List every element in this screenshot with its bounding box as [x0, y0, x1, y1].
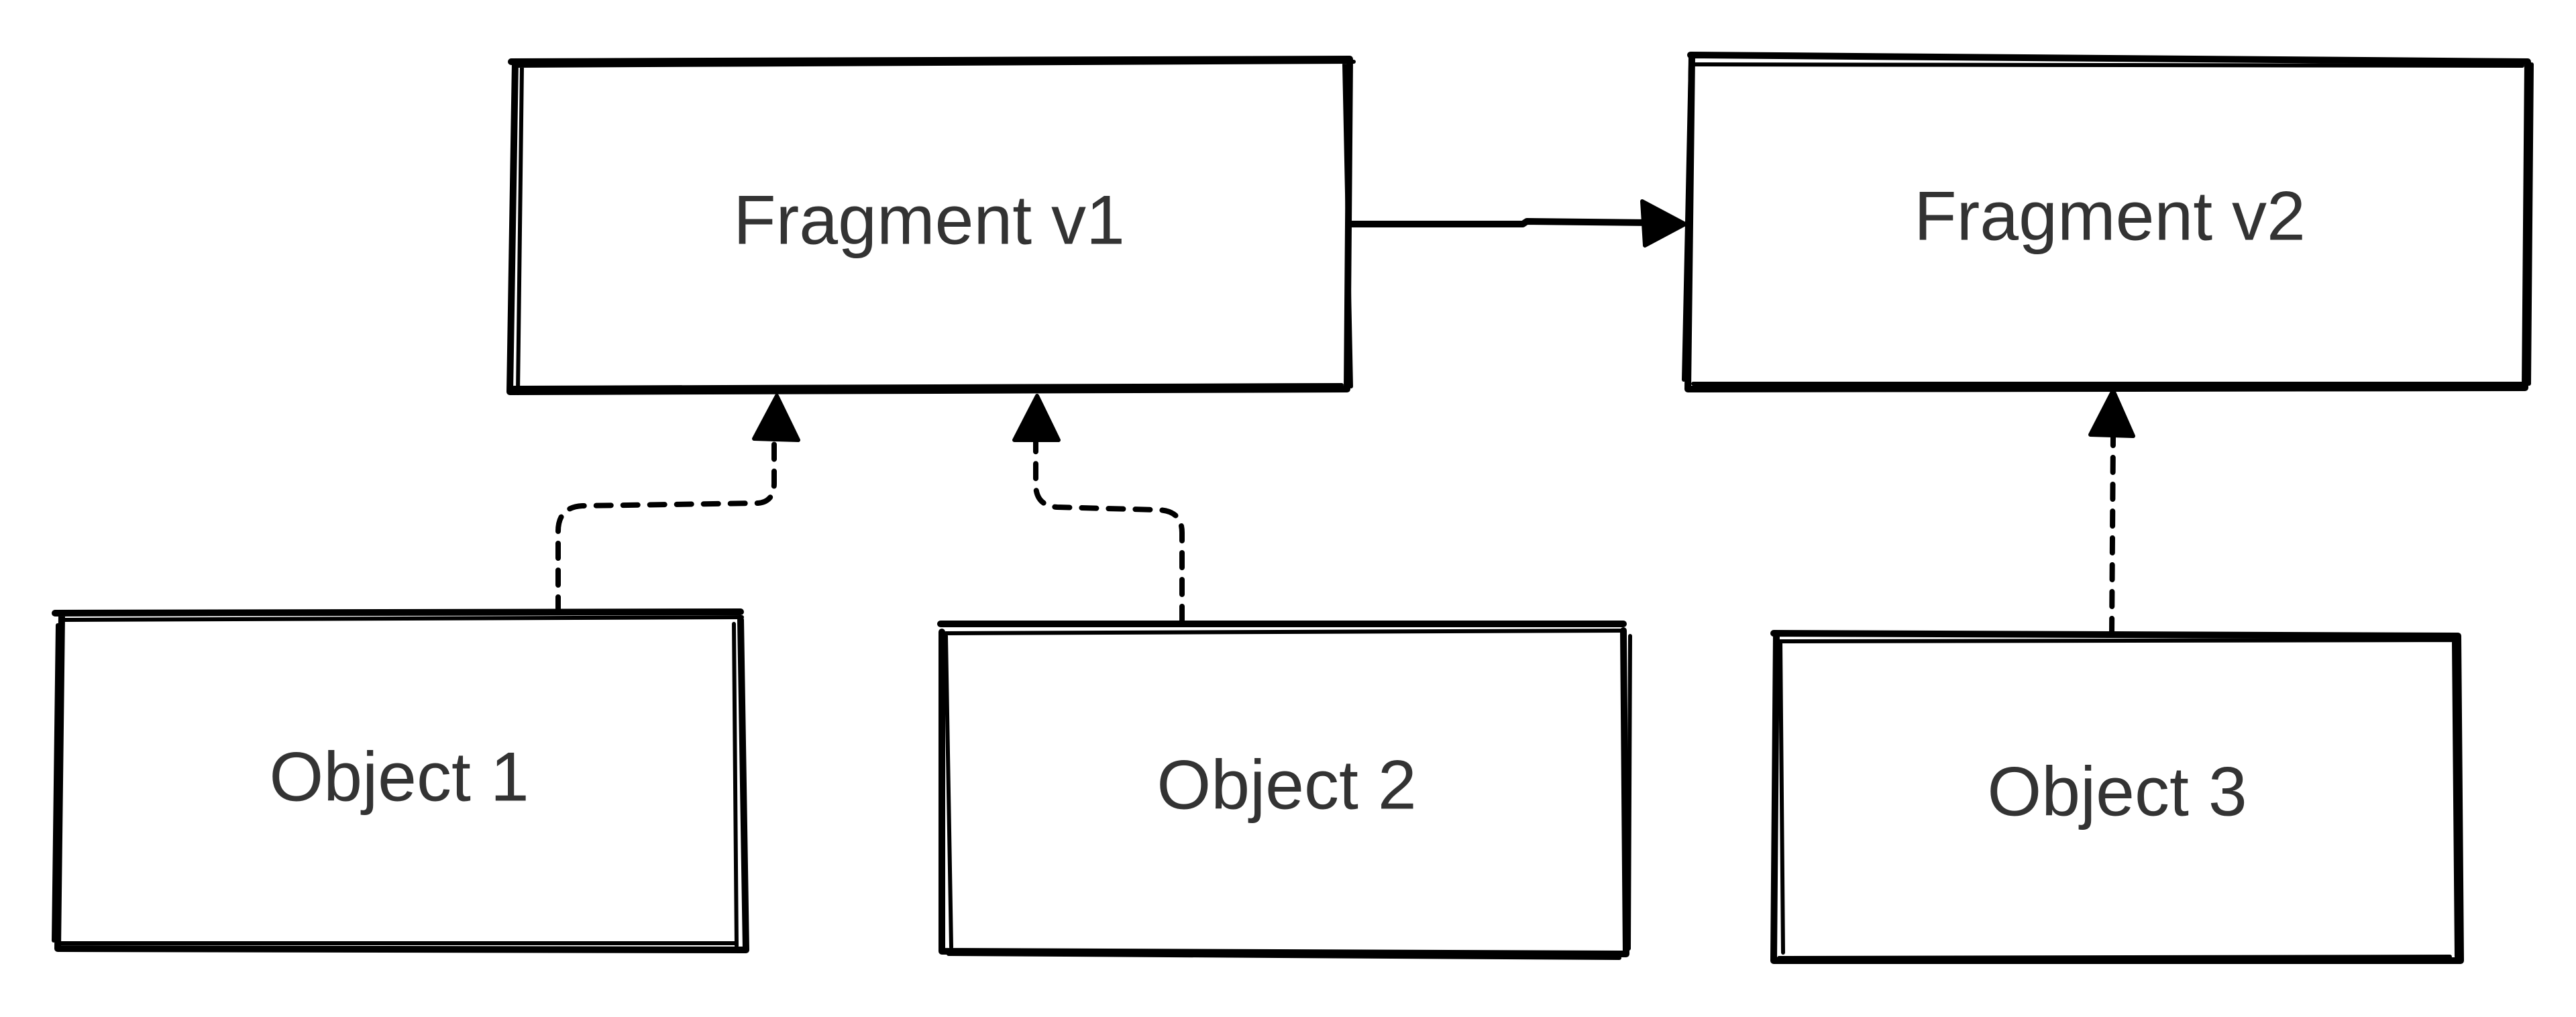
edge-object-2-to-fragment-v1[interactable] — [1012, 394, 1185, 624]
node-object-3-label: Object 3 — [1987, 753, 2247, 831]
edge-object-3-to-fragment-v2-line — [2109, 435, 2116, 636]
node-object-1-border-second-stroke — [52, 615, 744, 948]
edge-fragment-v1-to-fragment-v2[interactable] — [1346, 199, 1687, 248]
node-object-1[interactable]: Object 1 — [52, 608, 749, 953]
edge-fragment-v1-to-fragment-v2-arrowhead — [1640, 199, 1687, 248]
edge-object-2-to-fragment-v1-line — [1033, 439, 1185, 624]
node-fragment-v2[interactable]: Fragment v2 — [1682, 52, 2534, 392]
node-object-3-border-second-stroke — [1777, 638, 2459, 960]
node-fragment-v2-label: Fragment v2 — [1914, 177, 2306, 255]
edge-fragment-v1-to-fragment-v2-line — [1346, 218, 1654, 227]
node-object-2-border-second-stroke — [944, 629, 1632, 960]
node-fragment-v1[interactable]: Fragment v1 — [506, 56, 1356, 395]
node-object-3-border — [1770, 630, 2464, 964]
edge-object-1-to-fragment-v1-arrowhead — [752, 394, 800, 442]
edge-object-1-to-fragment-v1-line — [555, 440, 777, 614]
node-fragment-v1-label: Fragment v1 — [733, 181, 1125, 259]
edge-object-3-to-fragment-v2[interactable] — [2088, 388, 2135, 636]
node-object-2-label: Object 2 — [1157, 746, 1416, 824]
node-object-3[interactable]: Object 3 — [1770, 630, 2464, 964]
node-fragment-v2-border — [1684, 52, 2531, 392]
node-object-1-border — [52, 608, 749, 953]
node-object-1-label: Object 1 — [269, 738, 529, 816]
edge-object-1-to-fragment-v1[interactable] — [555, 394, 800, 614]
node-fragment-v2-border-second-stroke — [1682, 62, 2534, 386]
node-object-2[interactable]: Object 2 — [937, 621, 1632, 960]
node-object-2-border — [937, 621, 1629, 957]
edge-object-2-to-fragment-v1-arrowhead — [1012, 394, 1061, 442]
edge-object-3-to-fragment-v2-arrowhead — [2088, 388, 2135, 438]
